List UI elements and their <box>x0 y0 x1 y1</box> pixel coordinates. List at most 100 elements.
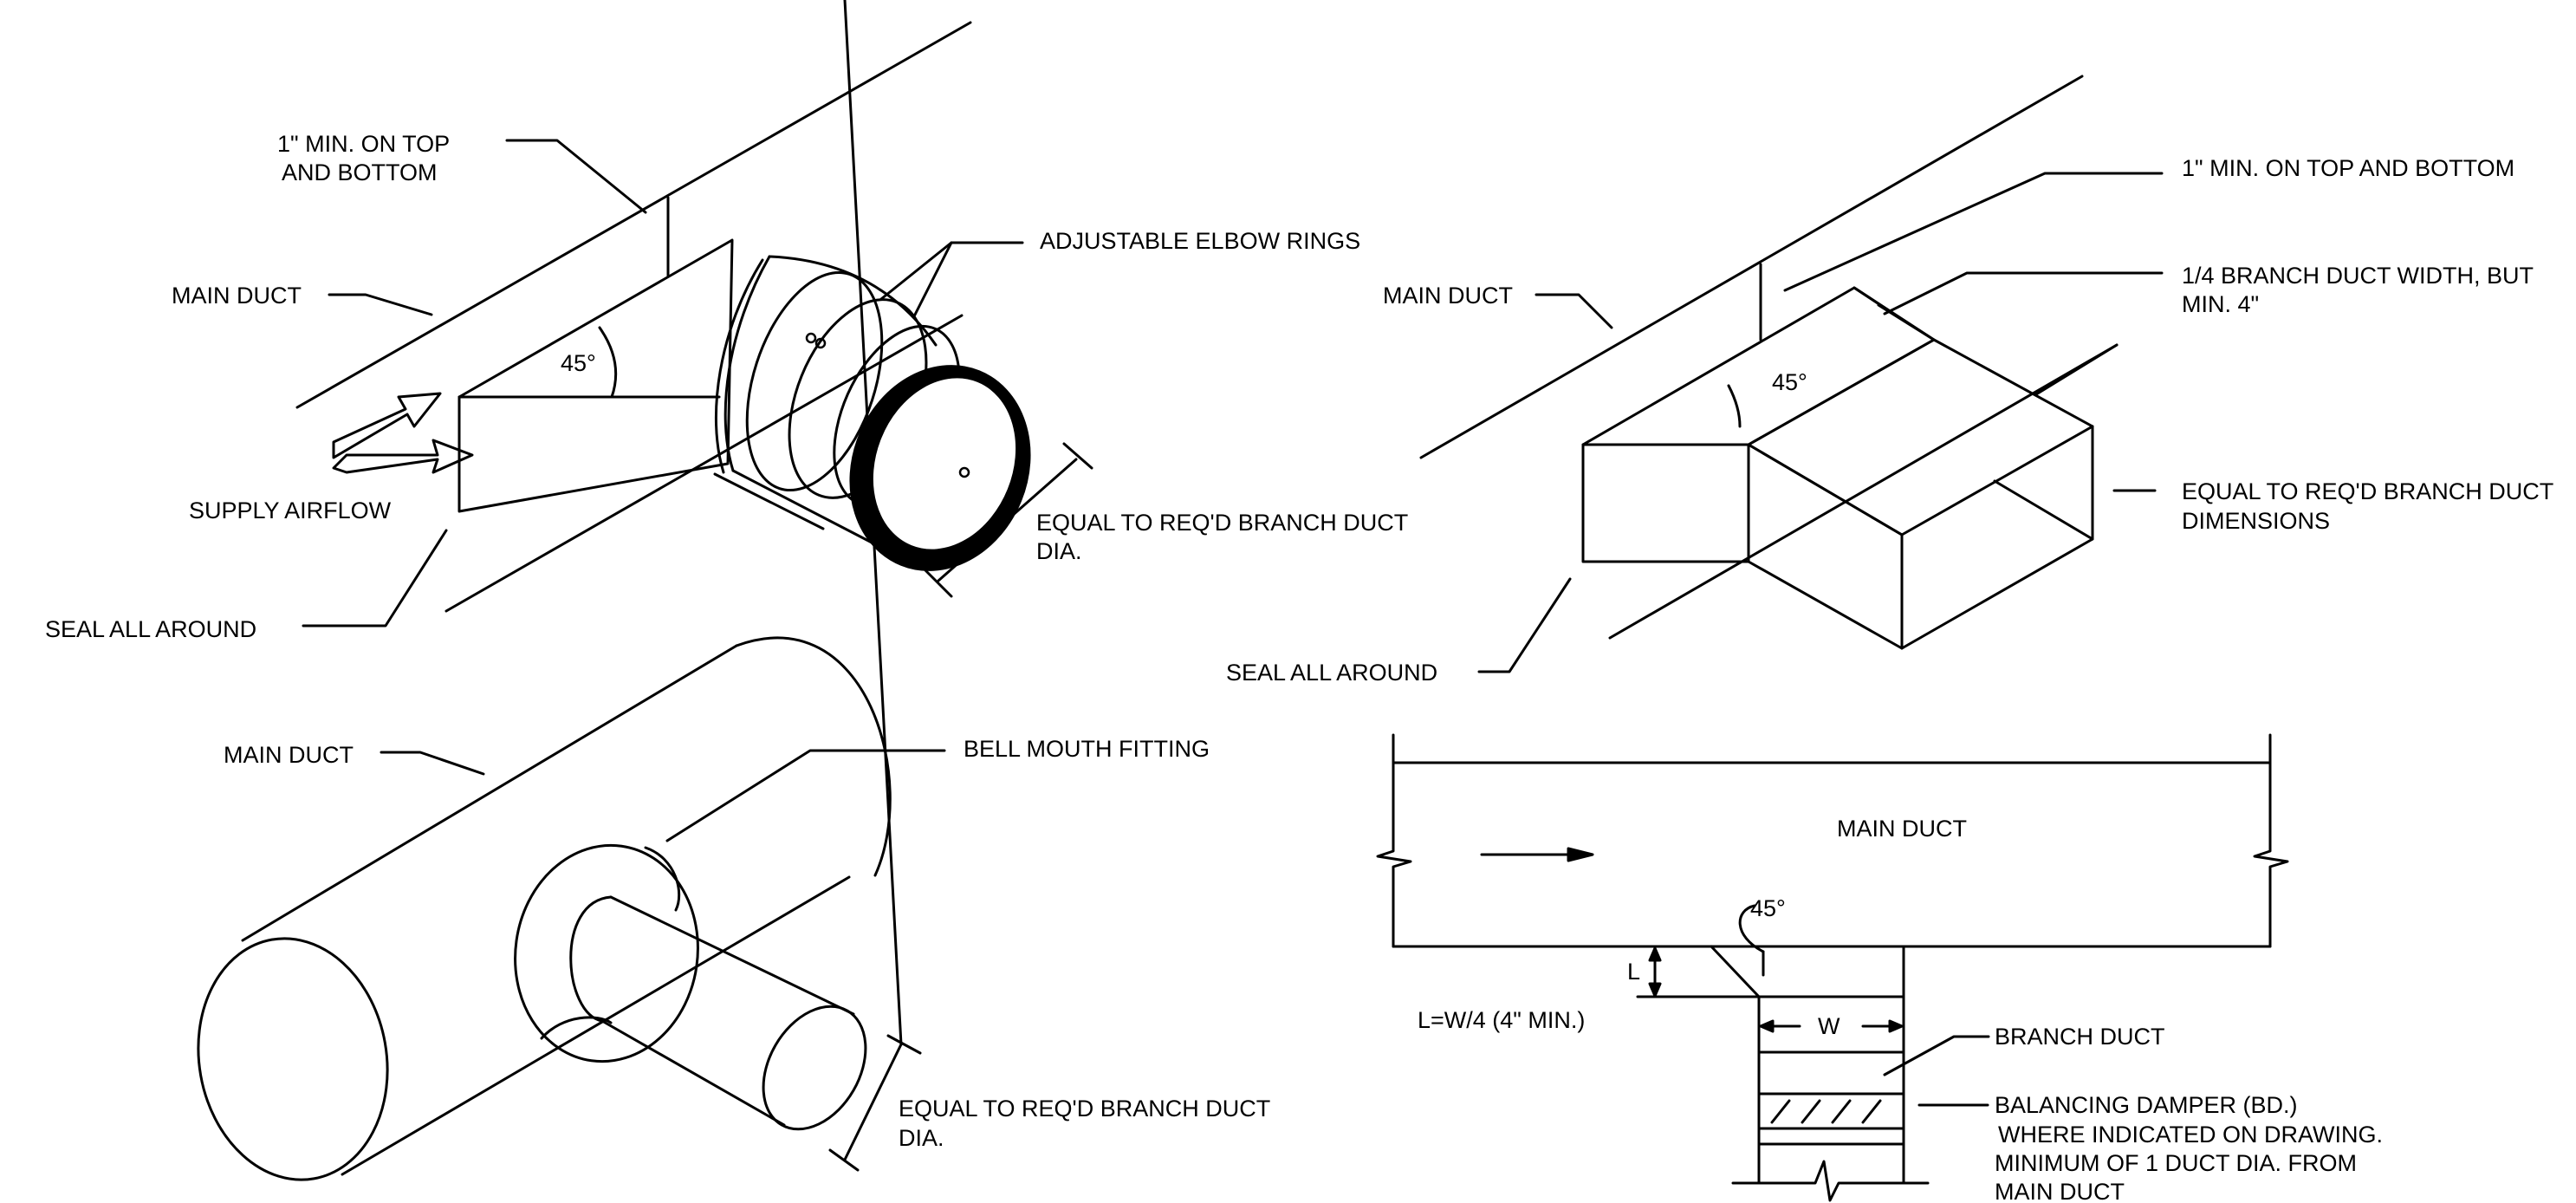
branch-front-face <box>1581 443 1750 563</box>
label-main-duct: MAIN DUCT <box>1837 816 1967 842</box>
leader-top-bottom <box>505 139 647 214</box>
elbow-ring-1 <box>714 258 764 474</box>
panel-d-plan-view: MAIN DUCT 45° L L=W/4 (4" MIN.) W BRANCH… <box>1376 733 2383 1203</box>
dimension-line <box>843 0 903 1046</box>
label-top-bottom-2: AND BOTTOM <box>282 159 438 185</box>
main-duct-bottom-edge <box>1608 343 2119 640</box>
duct-collar-inner <box>870 375 1019 552</box>
main-duct-top-edge <box>1419 75 2084 459</box>
leader-main-duct <box>1535 293 1613 329</box>
angle-arc <box>1738 904 1765 953</box>
label-bell-mouth: BELL MOUTH FITTING <box>964 736 1210 762</box>
branch-45-shoe <box>1710 945 1761 998</box>
takeoff-lower-line <box>713 472 825 530</box>
label-W: W <box>1818 1013 1840 1039</box>
branch-box-front <box>1747 443 1904 650</box>
branch-pipe-bottom <box>600 1019 786 1127</box>
label-seal: SEAL ALL AROUND <box>45 616 256 642</box>
main-duct-bottom-edge <box>341 875 851 1176</box>
branch-top-face <box>1581 286 1936 446</box>
label-equal-2: DIA. <box>899 1125 944 1151</box>
branch-box-inner-edge <box>1993 479 2094 541</box>
label-seal: SEAL ALL AROUND <box>1226 660 1437 686</box>
leader-elbow-rings-2 <box>912 241 953 318</box>
dimension-tick-2 <box>1062 442 1093 470</box>
label-equal-2: DIMENSIONS <box>2182 508 2330 534</box>
bell-mouth-lower-edge <box>540 1016 613 1040</box>
panel-b-45-degree-rectangular-branch: MAIN DUCT 1" MIN. ON TOP AND BOTTOM 1/4 … <box>1226 75 2553 686</box>
label-angle: 45° <box>1750 895 1786 921</box>
label-L: L <box>1627 959 1640 985</box>
label-damper-2: WHERE INDICATED ON DRAWING. <box>1998 1122 2383 1148</box>
label-angle: 45° <box>1772 369 1807 395</box>
label-top-bottom-1: 1" MIN. ON TOP <box>277 131 450 157</box>
leader-quarter-width <box>1883 271 2164 315</box>
label-damper-4: MAIN DUCT <box>1995 1179 2125 1203</box>
main-duct-bottom-edge <box>444 314 964 613</box>
label-angle: 45° <box>561 350 596 376</box>
label-damper-3: MINIMUM OF 1 DUCT DIA. FROM <box>1995 1150 2357 1176</box>
bell-mouth-inner-edge <box>644 846 681 912</box>
leader-bell-mouth <box>665 749 946 842</box>
label-formula: L=W/4 (4" MIN.) <box>1418 1007 1585 1033</box>
leader-seal <box>1477 577 1572 673</box>
airflow-arrow-lower <box>332 439 474 474</box>
label-supply-airflow: SUPPLY AIRFLOW <box>189 497 392 523</box>
main-duct-end-face <box>197 937 389 1181</box>
leader-seal <box>302 529 448 628</box>
airflow-arrow-upper <box>332 392 442 459</box>
elbow-body-top <box>768 255 938 347</box>
leader-branch-duct <box>1883 1035 1990 1076</box>
label-quarter-2: MIN. 4" <box>2182 291 2259 317</box>
angle-arc <box>598 326 618 399</box>
label-damper-1: BALANCING DAMPER (BD.) <box>1995 1092 2298 1118</box>
dimension-line-main <box>843 1043 903 1161</box>
W-arrow-left <box>1759 1019 1775 1033</box>
damper-blade-2 <box>1801 1099 1821 1124</box>
leader-elbow-rings <box>879 241 1024 301</box>
panel-c-bell-mouth-fitting: MAIN DUCT BELL MOUTH FITTING EQUAL TO RE… <box>197 0 1270 1181</box>
main-duct-far-end <box>735 636 892 877</box>
W-arrow-right <box>1888 1019 1904 1033</box>
branch-pipe-top <box>609 895 855 1016</box>
leader-top-bottom <box>1783 172 2164 292</box>
angle-arc <box>1727 384 1742 428</box>
damper-blade-4 <box>1861 1099 1882 1124</box>
leader-main-duct <box>328 293 433 316</box>
label-top-bottom: 1" MIN. ON TOP AND BOTTOM <box>2182 155 2514 181</box>
break-line-left <box>1376 733 1412 948</box>
dimension-tick-1 <box>828 1148 860 1172</box>
panel-a-45-degree-round-branch: 1" MIN. ON TOP AND BOTTOM MAIN DUCT 45° … <box>45 21 1408 642</box>
L-arrow-top <box>1648 946 1662 962</box>
rivet-1 <box>805 332 817 344</box>
label-elbow-rings: ADJUSTABLE ELBOW RINGS <box>1040 228 1360 254</box>
flow-arrow-head <box>1567 847 1594 862</box>
elbow-body-bottom <box>731 469 877 546</box>
branch-break <box>1731 1160 1930 1202</box>
takeoff-shoe <box>457 238 734 513</box>
label-branch-duct: BRANCH DUCT <box>1995 1024 2165 1050</box>
dimension-tick-1 <box>924 569 953 598</box>
break-line-right <box>2253 733 2289 948</box>
damper-blade-1 <box>1770 1099 1791 1124</box>
label-main-duct: MAIN DUCT <box>224 742 354 768</box>
dimension-line <box>937 458 1078 582</box>
branch-back-edge <box>2034 343 2119 396</box>
branch-pipe-end <box>762 1005 867 1131</box>
label-quarter-1: 1/4 BRANCH DUCT WIDTH, BUT <box>2182 263 2534 289</box>
elbow-ring-1b <box>723 255 771 472</box>
rivet-3 <box>958 466 970 478</box>
leader-main-duct <box>380 751 485 776</box>
branch-box-right <box>1900 425 2094 650</box>
bell-mouth-flare <box>514 843 699 1063</box>
label-equal-1: EQUAL TO REQ'D BRANCH DUCT <box>2182 478 2553 504</box>
label-equal-2: DIA. <box>1036 538 1082 564</box>
main-duct-top-edge <box>295 21 972 409</box>
rivet-2 <box>814 337 827 349</box>
label-main-duct: MAIN DUCT <box>1383 283 1513 309</box>
damper-blade-3 <box>1831 1099 1852 1124</box>
branch-ridge-2 <box>1877 303 1936 341</box>
label-equal-1: EQUAL TO REQ'D BRANCH DUCT <box>899 1096 1270 1122</box>
L-arrow-bottom <box>1648 982 1662 998</box>
